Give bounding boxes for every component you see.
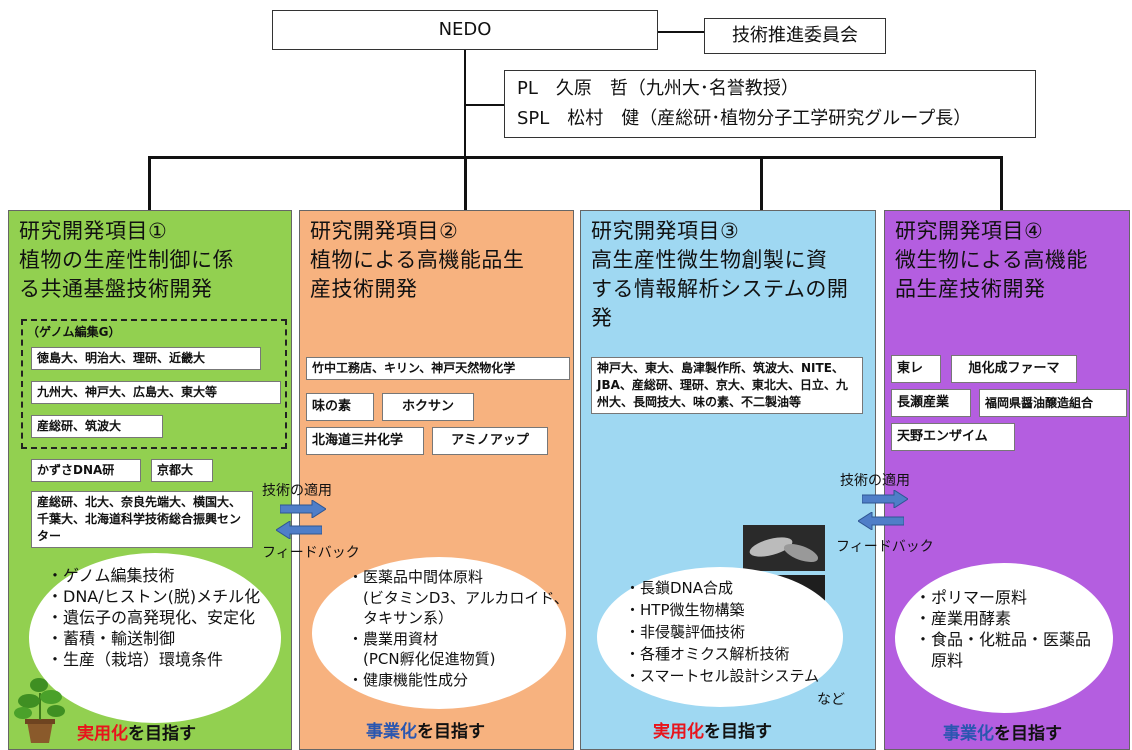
org-box: 長瀬産業: [891, 389, 971, 417]
org-box: 東レ: [891, 355, 941, 383]
tech-item: ・医薬品中間体原料: [348, 568, 484, 586]
tech-item: ・産業用酵素: [915, 609, 1012, 628]
tech-item: ・遺伝子の高発現化、安定化: [47, 608, 256, 627]
connector: [464, 156, 467, 210]
genome-group: （ゲノム編集G） 徳島大、明治大、理研、近畿大 九州大、神戸大、広島大、東大等 …: [21, 319, 287, 449]
goal-label: 実用化を目指す: [77, 724, 196, 744]
tech-item: 原料: [915, 651, 964, 670]
org-box: かずさDNA研: [31, 459, 141, 482]
tech-list: ・医薬品中間体原料 (ビタミンD3、アルカロイド、 タキサン系） ・農業用資材 …: [348, 567, 569, 690]
rd-item-4-title: 研究開発項目④ 微生物による高機能 品生産技術開発: [895, 219, 1088, 301]
org-box: 神戸大、東大、島津製作所、筑波大、NITE、JBA、産総研、理研、京大、東北大、…: [591, 357, 863, 414]
tech-item: ・ゲノム編集技術: [47, 566, 175, 585]
tech-item: ・生産（栽培）環境条件: [47, 650, 224, 669]
feedback-label: フィードバック: [262, 545, 360, 561]
goal-label: 事業化を目指す: [943, 724, 1062, 744]
org-box: 天野エンザイム: [891, 423, 1015, 451]
tech-item: ・DNA/ヒストン(脱)メチル化: [47, 587, 261, 606]
org-box: 福岡県醤油醸造組合: [979, 389, 1127, 417]
right-arrow-icon: [862, 490, 908, 508]
connector: [760, 156, 763, 210]
rd-item-3-panel: 研究開発項目③ 高生産性微生物創製に資 する情報解析システムの開 発 神戸大、東…: [580, 210, 876, 750]
rd-item-1-panel: 研究開発項目① 植物の生産性制御に係 る共通基盤技術開発 （ゲノム編集G） 徳島…: [8, 210, 292, 750]
rd-item-3-title: 研究開発項目③ 高生産性微生物創製に資 する情報解析システムの開 発: [591, 219, 849, 330]
tech-item: ・スマートセル設計システム: [625, 667, 820, 685]
spl-line: SPL 松村 健（産総研･植物分子工学研究グループ長）: [517, 108, 972, 129]
tech-item: ・非侵襲評価技術: [625, 623, 746, 641]
tech-list: ・ゲノム編集技術 ・DNA/ヒストン(脱)メチル化 ・遺伝子の高発現化、安定化 …: [47, 565, 260, 670]
connector: [148, 156, 1003, 159]
tech-ellipse: [312, 557, 566, 709]
org-box: 味の素: [306, 393, 374, 421]
rd-item-2-panel: 研究開発項目② 植物による高機能品生 産技術開発 竹中工務店、キリン、神戸天然物…: [299, 210, 574, 750]
rd-item-1-title: 研究開発項目① 植物の生産性制御に係 る共通基盤技術開発: [19, 219, 234, 301]
plant-icon: [11, 673, 69, 745]
committee-label: 技術推進委員会: [732, 25, 858, 46]
right-arrow-icon: [280, 500, 326, 518]
tech-ellipse: [29, 553, 281, 723]
connector: [148, 156, 151, 210]
tech-item: ・各種オミクス解析技術: [625, 645, 790, 663]
tech-item: ・健康機能性成分: [348, 670, 469, 689]
rd-item-2-title: 研究開発項目② 植物による高機能品生 産技術開発: [310, 219, 525, 301]
tech-ellipse: [597, 567, 843, 707]
committee-box: 技術推進委員会: [704, 18, 886, 54]
tech-item: (PCN孵化促進物質): [348, 650, 496, 668]
feedback-label: フィードバック: [836, 539, 934, 555]
apply-label: 技術の適用: [840, 473, 910, 489]
tech-item: ・食品・化粧品・医薬品: [915, 630, 1092, 649]
nedo-box: NEDO: [272, 10, 658, 50]
items-suffix: など: [817, 692, 845, 708]
connector: [464, 50, 466, 157]
nedo-label: NEDO: [438, 19, 492, 40]
org-box: 産総研、北大、奈良先端大、横国大、千葉大、北海道科学技術総合振興センター: [31, 491, 253, 548]
org-box: 竹中工務店、キリン、神戸天然物化学: [306, 357, 570, 380]
tech-item: (ビタミンD3、アルカロイド、: [348, 588, 569, 607]
goal-label: 実用化を目指す: [653, 722, 772, 742]
left-arrow-icon: [276, 521, 322, 539]
org-box: 徳島大、明治大、理研、近畿大: [31, 347, 261, 370]
tech-list: ・ポリマー原料 ・産業用酵素 ・食品・化粧品・医薬品 原料: [915, 587, 1091, 671]
tech-item: ・HTP微生物構築: [625, 601, 745, 619]
connector: [465, 104, 504, 106]
left-arrow-icon: [858, 512, 904, 530]
tech-ellipse: [895, 563, 1113, 713]
org-box: 京都大: [151, 459, 213, 482]
goal-label: 事業化を目指す: [366, 722, 485, 742]
tech-item: ・長鎖DNA合成: [625, 579, 734, 597]
tech-item: ・農業用資材: [348, 629, 439, 648]
leader-box: PL 久原 哲（九州大･名誉教授） SPL 松村 健（産総研･植物分子工学研究グ…: [504, 70, 1036, 138]
tech-list: ・長鎖DNA合成 ・HTP微生物構築 ・非侵襲評価技術 ・各種オミクス解析技術 …: [625, 577, 819, 687]
org-box: 産総研、筑波大: [31, 415, 163, 438]
connector: [658, 31, 704, 33]
org-box: ホクサン: [382, 393, 474, 421]
apply-label: 技術の適用: [262, 483, 332, 499]
genome-group-title: （ゲノム編集G）: [27, 325, 121, 339]
org-box: 九州大、神戸大、広島大、東大等: [31, 381, 281, 404]
org-box: 旭化成ファーマ: [951, 355, 1077, 383]
pl-line: PL 久原 哲（九州大･名誉教授）: [517, 78, 799, 99]
org-box: 北海道三井化学: [306, 427, 424, 455]
org-box: アミノアップ: [432, 427, 548, 455]
tech-item: ・蓄積・輸送制御: [47, 629, 176, 648]
tech-item: タキサン系）: [348, 609, 454, 627]
connector: [1000, 156, 1003, 210]
rd-item-4-panel: 研究開発項目④ 微生物による高機能 品生産技術開発 東レ 旭化成ファーマ 長瀬産…: [884, 210, 1130, 750]
tech-item: ・ポリマー原料: [915, 588, 1028, 607]
